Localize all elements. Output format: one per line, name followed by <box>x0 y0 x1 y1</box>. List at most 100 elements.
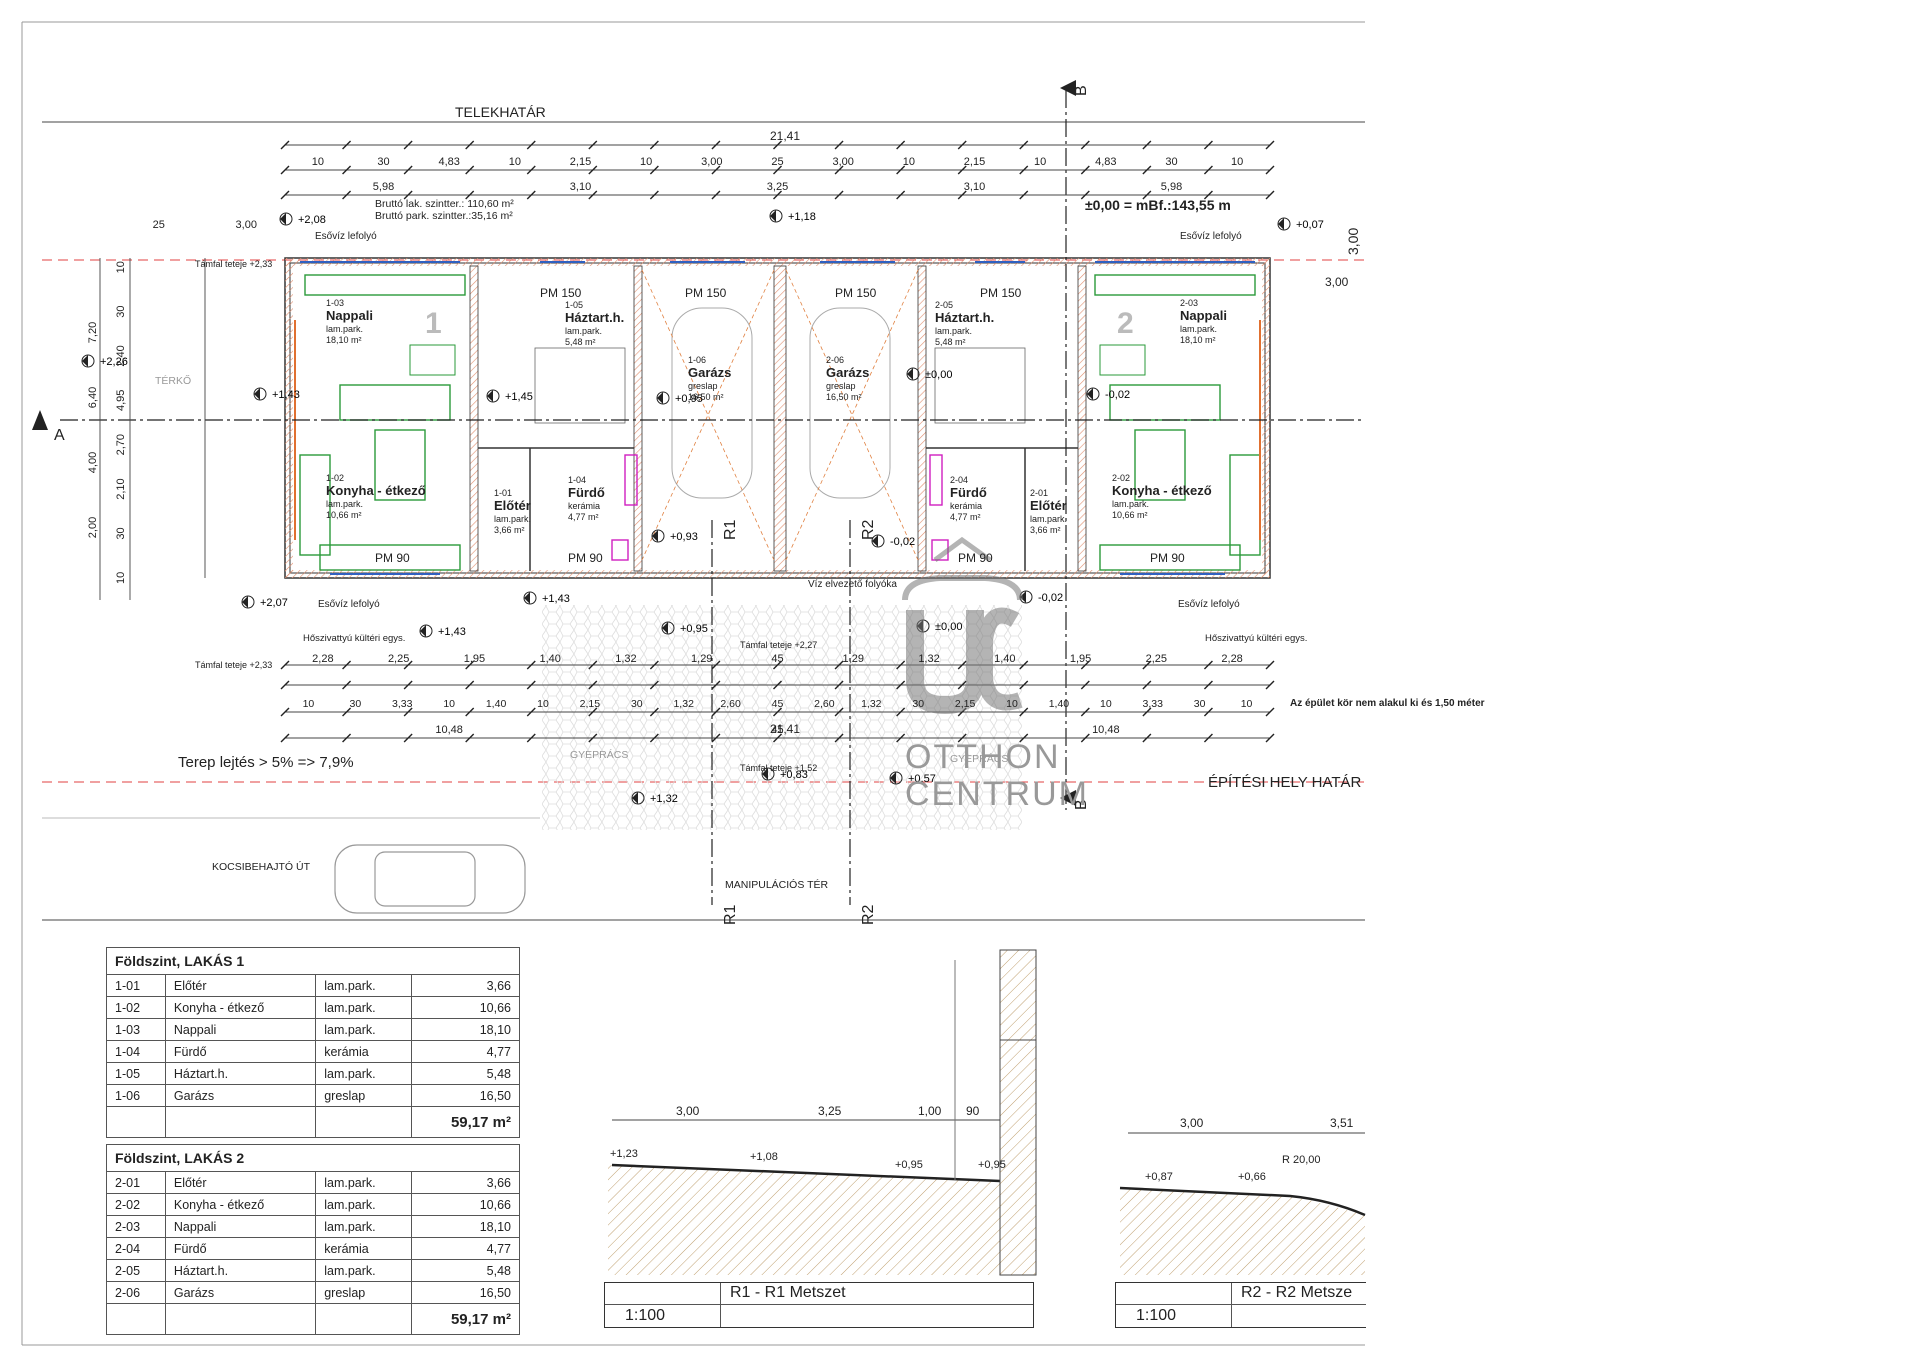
room-area: 18,10 <box>411 1215 520 1238</box>
room-code: 1-06 <box>106 1084 166 1107</box>
level-marker: +2,26 <box>81 354 128 368</box>
dim-row1-11: 10 <box>1034 156 1046 168</box>
dim-bottom_row0-3: 1,40 <box>539 653 560 665</box>
room-area: 16,50 <box>411 1281 520 1304</box>
room-name: Előtér <box>164 1171 317 1194</box>
room-name: Konyha - étkező <box>164 1193 317 1216</box>
room-floor: lam.park. <box>315 1259 413 1282</box>
room-floor: greslap <box>826 381 856 391</box>
room-code: 2-03 <box>106 1215 166 1238</box>
dim-left-0: 10 <box>115 261 127 273</box>
dim-bottom1-5: 10 <box>537 698 549 710</box>
room-floor: greslap <box>315 1281 413 1304</box>
room-name: Konyha - étkező <box>326 483 426 498</box>
room-code: 2-05 <box>106 1259 166 1282</box>
room-name: Előtér <box>1030 498 1067 513</box>
dim-bottom1-20: 10 <box>1241 698 1253 710</box>
room-name: Fürdő <box>164 1237 317 1260</box>
window-pm150-1: PM 150 <box>540 286 582 300</box>
dim-bottom1-14: 2,15 <box>955 698 976 710</box>
level-value: +0,57 <box>908 773 936 785</box>
tamfal-label-2: Támfal teteje +2,33 <box>195 660 272 670</box>
level-value: +0,95 <box>675 393 703 405</box>
dim-row1-10: 2,15 <box>964 156 985 168</box>
section-r2-title-block: R2 - R2 Metsze 1:100 <box>1115 1282 1366 1328</box>
dim-left-1: 30 <box>115 305 127 317</box>
room-floor: lam.park. <box>1030 514 1067 524</box>
level-marker: +2,07 <box>241 595 288 609</box>
right-vert-dim: 3,00 <box>1345 228 1361 255</box>
dim-bottom_half-0: 10,48 <box>435 724 463 736</box>
window-pm150-2: PM 150 <box>685 286 727 300</box>
window-pm90-2: PM 90 <box>568 551 603 565</box>
dim-row1-13: 30 <box>1165 156 1177 168</box>
level-marker: -0,02 <box>871 534 915 548</box>
room-floor: lam.park. <box>315 996 413 1019</box>
room-floor: kerámia <box>950 501 982 511</box>
dim-bottom1-3: 10 <box>443 698 455 710</box>
dim-bottom1-16: 1,40 <box>1049 698 1070 710</box>
gyepracs-label-1: GYEPRÁCS <box>570 748 628 761</box>
dim-left-6: 30 <box>115 527 127 539</box>
dim-left-7: 10 <box>115 572 127 584</box>
dim-bottom1-8: 1,32 <box>673 698 694 710</box>
room-name: Garázs <box>164 1281 317 1304</box>
window-pm90-3: PM 90 <box>958 551 993 565</box>
room-floor: lam.park. <box>326 499 363 509</box>
room-id: 1-06 <box>688 355 706 365</box>
dim-bottom_row0-6: 45 <box>771 653 783 665</box>
brutto-lak-label: Bruttó lak. szintter.: 110,60 m² <box>375 198 514 210</box>
dim-row1-0: 10 <box>312 156 324 168</box>
unit-2-badge: 2 <box>1117 307 1134 340</box>
room-area: 5,48 m² <box>565 337 596 347</box>
room-floor: lam.park. <box>1112 499 1149 509</box>
dim-bottom1-1: 30 <box>350 698 362 710</box>
room-name: Nappali <box>326 308 373 323</box>
dim-left2-1: 6,40 <box>87 387 99 408</box>
room-id: 2-03 <box>1180 298 1198 308</box>
room-id: 2-06 <box>826 355 844 365</box>
section1-level-2: +1,08 <box>750 1151 778 1163</box>
room-area: 18,10 <box>411 1018 520 1041</box>
level-marker: +0,95 <box>656 391 703 405</box>
room-name: Nappali <box>1180 308 1227 323</box>
table-total: 59,17 m² <box>411 1106 520 1138</box>
room-name: Fürdő <box>568 485 605 500</box>
dim-left-5: 2,10 <box>115 478 127 499</box>
room-floor: lam.park. <box>315 1018 413 1041</box>
section1-dim-1: 3,00 <box>676 1104 700 1118</box>
window-pm150-3: PM 150 <box>835 286 877 300</box>
esoviz-label-4: Esővíz lefolyó <box>1178 599 1240 610</box>
dim-bottom_row0-1: 2,25 <box>388 653 409 665</box>
note-right-label: Az épület kör nem alakul ki és 1,50 méte… <box>1290 698 1485 709</box>
room-name: Nappali <box>164 1018 317 1041</box>
dim-bottom_row0-0: 2,28 <box>312 653 333 665</box>
manipulacios-label: MANIPULÁCIÓS TÉR <box>725 878 828 891</box>
room-area: 18,10 m² <box>1180 335 1216 345</box>
table-title: Földszint, LAKÁS 2 <box>106 1144 520 1172</box>
dim-bottom_row0-5: 1,29 <box>691 653 712 665</box>
room-area: 3,66 m² <box>1030 525 1061 535</box>
room-floor: lam.park. <box>1180 324 1217 334</box>
level-value: +1,18 <box>788 211 816 223</box>
level-marker: +1,45 <box>486 389 533 403</box>
hoszivattyu-label-1: Hőszivattyú kültéri egys. <box>303 633 405 644</box>
logo-line-1: OTTHON <box>905 738 1061 776</box>
room-code: 1-01 <box>106 974 166 997</box>
axis-b-label-bottom: B <box>1073 799 1090 810</box>
table-total: 59,17 m² <box>411 1303 520 1335</box>
section-r2-title: R2 - R2 Metsze <box>1241 1284 1353 1301</box>
section1-dim-2: 3,25 <box>818 1104 842 1118</box>
dim-bottom1-6: 2,15 <box>580 698 601 710</box>
room-floor: lam.park. <box>315 1215 413 1238</box>
level-value: +1,43 <box>272 389 300 401</box>
dim-bottom1-17: 10 <box>1100 698 1112 710</box>
room-id: 2-05 <box>935 300 953 310</box>
level-marker: +1,32 <box>631 791 678 805</box>
